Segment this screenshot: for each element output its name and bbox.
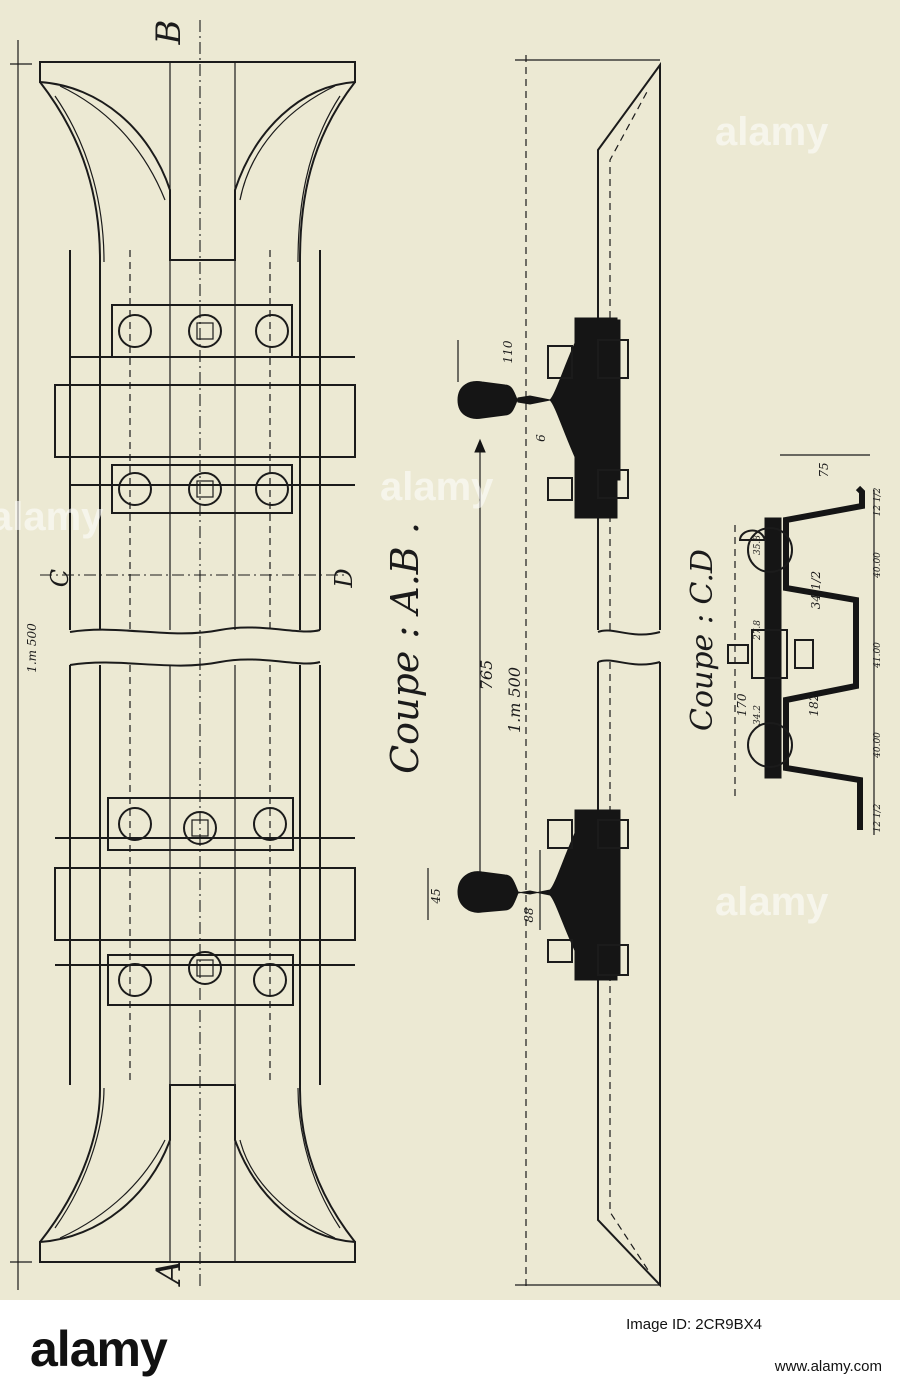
- watermark-layer: alamy alamy alamy alamy: [0, 110, 829, 924]
- break-line-lower: [69, 658, 321, 667]
- marker-c: C: [46, 569, 74, 587]
- brand-logo[interactable]: alamy: [30, 1321, 168, 1377]
- section-ab-suffix: .: [383, 522, 427, 546]
- cd-top-1: 27.8: [753, 620, 763, 641]
- cd-dim-3: 40.00: [873, 732, 883, 759]
- watermark-1: alamy: [715, 110, 829, 154]
- cd-bolt-a-label: 170: [735, 693, 749, 716]
- cd-top-2: 34.2: [753, 705, 763, 725]
- engineering-drawing-plate: 1.m 500: [0, 19, 883, 1290]
- gauge-label: 765: [477, 660, 496, 691]
- section-ab-prefix: Coupe :: [383, 614, 427, 774]
- clip-plate-2: [111, 464, 293, 514]
- clip-plate-1: [111, 304, 293, 358]
- section-cd-title: Coupe : C.D: [685, 549, 720, 731]
- break-line-upper: [69, 626, 321, 635]
- rail-section-2: [457, 809, 629, 981]
- section-cd-view: Coupe : C.D 75 170 182 34 1/2 12 1/2 40.…: [685, 454, 883, 835]
- plan-view: 1.m 500: [10, 20, 358, 1290]
- corrugated-profile: [783, 485, 865, 830]
- rail-height-label: 88: [522, 907, 536, 923]
- watermark-3: alamy: [0, 495, 104, 539]
- section-cd-prefix: Coupe :: [685, 605, 720, 731]
- site-url-link[interactable]: www.alamy.com: [774, 1358, 882, 1375]
- cd-dim-1: 40.00: [873, 552, 883, 579]
- rail-section-1: [457, 317, 629, 519]
- cd-depth-label: 34 1/2: [809, 571, 823, 609]
- section-ab-point-b: B: [383, 546, 427, 575]
- section-cd-point-d: D: [685, 549, 720, 574]
- sleeper-lower-end: [39, 1084, 356, 1263]
- cd-dim-4: 12 1/2: [873, 803, 883, 832]
- marker-a: A: [149, 1260, 189, 1288]
- watermark-2: alamy: [715, 880, 829, 924]
- rail-web-label: 6: [534, 434, 548, 442]
- section-ab-title: Coupe : A.B .: [383, 522, 427, 774]
- cd-dim-2: 41.00: [873, 642, 883, 669]
- bolt-spacing-label: 110: [501, 340, 515, 363]
- image-id-text: Image ID: 2CR9BX4: [626, 1316, 762, 1333]
- cd-width-label: 75: [817, 462, 831, 477]
- section-ab-point-a: A: [383, 586, 427, 616]
- rail-plan-upper: [54, 384, 356, 458]
- length-label: 1.m 500: [505, 667, 524, 733]
- section-cd-point-c: C: [685, 582, 720, 605]
- watermark-4: alamy: [380, 465, 494, 509]
- stock-footer: alamy Image ID: 2CR9BX4 www.alamy.com: [0, 1300, 900, 1390]
- rail-plan-lower: [54, 867, 356, 941]
- marker-b: B: [149, 20, 189, 46]
- rail-head-label: 45: [429, 888, 443, 904]
- section-cd-dot: .: [685, 573, 720, 583]
- overall-length-label: 1.m 500: [25, 623, 39, 673]
- marker-d: D: [330, 568, 358, 588]
- cd-top-0: 35.8: [753, 535, 763, 555]
- section-ab-dot: .: [383, 574, 427, 586]
- cd-bolt-b-label: 182: [807, 694, 821, 717]
- section-ab-view: 765 1.m 500 110 6: [383, 55, 661, 1290]
- cd-dim-0: 12 1/2: [873, 487, 883, 516]
- drawing-canvas: 1.m 500: [0, 20, 883, 1290]
